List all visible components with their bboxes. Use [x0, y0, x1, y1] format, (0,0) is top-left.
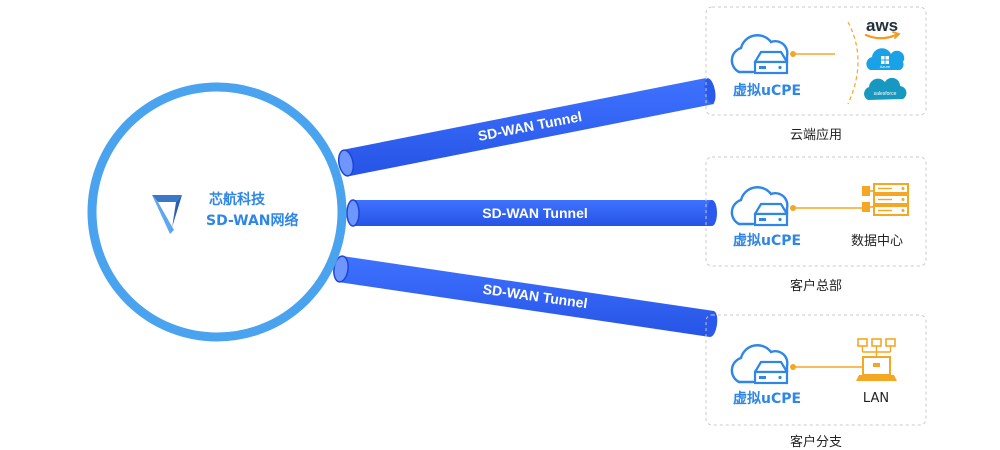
brand-name: 芯航科技: [209, 191, 266, 208]
salesforce-logo-text: salesforce: [874, 91, 897, 97]
sd-wan-hub: 芯航科技 SD-WAN网络: [87, 82, 347, 342]
server-rack-icon: [862, 183, 909, 216]
site-cloud: 虚拟uCPE aws Azure salesforce: [730, 16, 907, 105]
site-branch-node-label: 虚拟uCPE: [733, 390, 801, 407]
aws-logo: aws: [864, 16, 901, 40]
site-cloud-caption: 云端应用: [789, 127, 842, 142]
site-panel-hq: [705, 156, 927, 267]
site-branch: 虚拟uCPE LAN: [730, 338, 897, 407]
tunnel-middle: SD-WAN Tunnel: [346, 199, 717, 227]
site-branch-target-label: LAN: [863, 391, 889, 406]
site-hq-target-label: 数据中心: [851, 234, 903, 249]
azure-logo: Azure: [866, 48, 905, 70]
cloud-router-icon: [730, 344, 789, 385]
aws-logo-text: aws: [866, 16, 898, 35]
tunnel-bottom: SD-WAN Tunnel: [333, 255, 718, 337]
brand-logo-icon: [152, 195, 182, 234]
cloud-router-icon: [730, 34, 789, 75]
site-cloud-node-label: 虚拟uCPE: [733, 82, 801, 99]
site-panel-branch: [705, 314, 927, 426]
site-hq-caption: 客户总部: [789, 278, 842, 293]
site-hq: 虚拟uCPE 数据中心: [730, 183, 909, 249]
site-panel-cloud: [705, 6, 927, 116]
azure-logo-text: Azure: [880, 64, 891, 69]
site-branch-caption: 客户分支: [789, 434, 842, 449]
lan-laptop-icon: [856, 338, 897, 381]
salesforce-logo: salesforce: [864, 77, 907, 100]
tunnel-middle-label: SD-WAN Tunnel: [482, 205, 588, 221]
cloud-router-icon: [730, 186, 789, 227]
network-label: SD-WAN网络: [206, 212, 299, 229]
site-hq-node-label: 虚拟uCPE: [733, 232, 801, 249]
tunnel-top: SD-WAN Tunnel: [337, 78, 716, 177]
